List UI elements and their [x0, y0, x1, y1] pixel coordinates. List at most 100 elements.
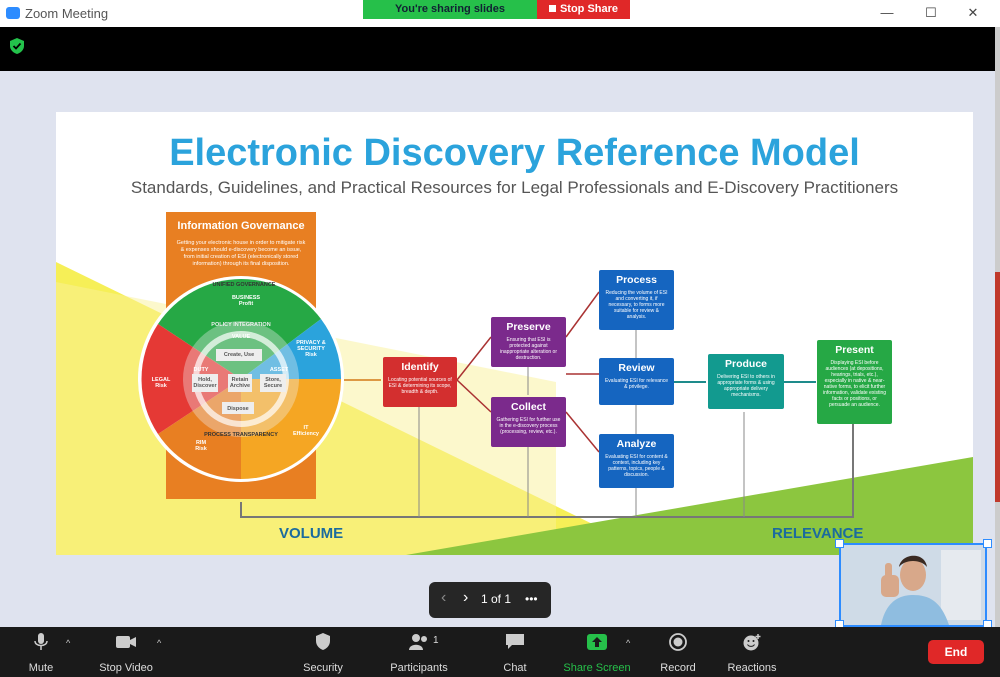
preserve-title: Preserve: [506, 321, 551, 333]
mute-label: Mute: [28, 662, 54, 674]
maximize-button[interactable]: ☐: [925, 5, 937, 20]
process-title: Process: [616, 274, 657, 286]
reactions-label: Reactions: [727, 662, 777, 674]
stop-icon: [548, 5, 556, 12]
end-meeting-button[interactable]: End: [928, 640, 984, 664]
participants-button[interactable]: 1 Participants: [388, 627, 450, 677]
meeting-toolbar: Mute ^ Stop Video ^ Security 1 Participa…: [0, 627, 1000, 677]
record-button[interactable]: Record: [656, 627, 700, 677]
resize-handle-tl[interactable]: [835, 539, 844, 548]
wheel-create-use: Create, Use: [223, 352, 255, 358]
wheel-label-rim: RIM Risk: [195, 440, 207, 452]
security-label: Security: [303, 662, 343, 674]
review-desc: Evaluating ESI for relevance & privilege…: [604, 378, 669, 390]
analyze-title: Analyze: [616, 438, 657, 450]
stage-collect: Collect Gathering ESI for further use in…: [491, 397, 566, 447]
video-camera-icon: [116, 636, 136, 648]
wheel-dispose: Dispose: [227, 406, 249, 412]
feedback-loop-arrow: [240, 424, 854, 518]
stage-produce: Produce Delivering ESI to others in appr…: [708, 354, 784, 409]
share-screen-button[interactable]: Share Screen: [562, 627, 632, 677]
audio-options-chevron-icon[interactable]: ^: [66, 638, 71, 648]
encryption-shield-icon[interactable]: [8, 37, 26, 55]
slide-subtitle: Standards, Guidelines, and Practical Res…: [130, 178, 899, 197]
volume-label: VOLUME: [279, 525, 344, 542]
present-desc: Displaying ESI before audiences (at depo…: [822, 360, 887, 408]
stop-share-button[interactable]: Stop Share: [537, 0, 630, 19]
collect-desc: Gathering ESI for further use in the e-d…: [496, 417, 561, 435]
collect-title: Collect: [510, 401, 546, 413]
identify-title: Identify: [401, 361, 439, 373]
stop-share-label: Stop Share: [559, 3, 619, 15]
process-desc: Reducing the volume of ESI and convertin…: [605, 290, 668, 320]
share-screen-label: Share Screen: [563, 662, 631, 674]
page-indicator: 1 of 1: [481, 592, 512, 606]
wheel-retain-archive: Retain Archive: [229, 377, 251, 389]
edge-red-strip: [995, 272, 1000, 502]
reactions-emoji-icon: [743, 634, 761, 651]
wheel-ring-bottom: PROCESS TRANSPARENCY: [204, 432, 278, 438]
governance-wheel: [138, 276, 344, 482]
window-edge-strip: [995, 27, 1000, 627]
close-button[interactable]: ✕: [967, 5, 979, 20]
identify-to-preserve-arrow: [456, 336, 492, 381]
self-video-tile[interactable]: [839, 543, 987, 627]
prev-slide-button[interactable]: ‹: [441, 589, 447, 606]
preserve-desc: Ensuring that ESI is protected against i…: [500, 337, 557, 361]
participants-label: Participants: [390, 662, 448, 674]
wheel-label-business: BUSINESS Profit: [231, 295, 261, 307]
next-slide-button[interactable]: ›: [463, 589, 469, 606]
security-shield-icon: [316, 633, 330, 650]
meeting-top-bar: [0, 27, 1000, 71]
stage-present: Present Displaying ESI before audiences …: [817, 340, 892, 424]
share-options-chevron-icon[interactable]: ^: [626, 638, 631, 648]
wheel-policy-label: POLICY INTEGRATION: [211, 322, 271, 328]
ig-description: Getting your electronic house in order t…: [176, 240, 306, 267]
ig-title: Information Governance: [177, 220, 305, 232]
stage-identify: Identify Locating potential sources of E…: [383, 357, 457, 407]
review-title: Review: [618, 362, 655, 374]
reactions-button[interactable]: Reactions: [724, 627, 780, 677]
stage-review: Review Evaluating ESI for relevance & pr…: [599, 358, 674, 405]
chat-button[interactable]: Chat: [495, 627, 535, 677]
shared-slide: Electronic Discovery Reference Model Sta…: [56, 112, 973, 555]
relevance-green-triangle: [406, 457, 973, 555]
produce-title: Produce: [724, 358, 767, 370]
participants-count: 1: [433, 635, 439, 646]
wheel-label-privacy: PRIVACY & SECURITY Risk: [296, 340, 326, 358]
more-options-button[interactable]: •••: [525, 592, 538, 606]
chat-label: Chat: [503, 662, 527, 674]
stop-video-button[interactable]: Stop Video: [93, 627, 159, 677]
mute-button[interactable]: Mute: [16, 627, 66, 677]
chat-bubble-icon: [506, 634, 524, 649]
zoom-app-icon: [6, 7, 20, 19]
minimize-button[interactable]: —: [880, 5, 894, 20]
produce-desc: Delivering ESI to others in appropriate …: [717, 374, 775, 398]
resize-handle-tr[interactable]: [983, 539, 992, 548]
microphone-icon: [34, 633, 48, 650]
record-icon: [669, 633, 687, 651]
preserve-to-process-arrow: [565, 291, 600, 338]
slide-title: Electronic Discovery Reference Model: [169, 132, 860, 174]
participants-icon: [409, 634, 427, 650]
wheel-ring-top: UNIFIED GOVERNANCE: [212, 282, 276, 288]
participant-video: [841, 545, 985, 625]
wheel-asset-label: ASSET: [269, 367, 289, 373]
wheel-label-legal: LEGAL Risk: [151, 377, 171, 389]
relevance-label: RELEVANCE: [772, 525, 864, 542]
wheel-value-label: VALUE: [231, 334, 251, 340]
share-screen-icon: [587, 634, 607, 650]
wheel-hold-discover: Hold, Discover: [193, 377, 217, 389]
analyze-desc: Evaluating ESI for content & context, in…: [605, 454, 668, 478]
wheel-label-it: IT Efficiency: [293, 425, 319, 437]
video-options-chevron-icon[interactable]: ^: [157, 638, 162, 648]
record-label: Record: [660, 662, 696, 674]
collect-to-analyze-arrow: [565, 411, 600, 453]
stage-preserve: Preserve Ensuring that ESI is protected …: [491, 317, 566, 367]
identify-desc: Locating potential sources of ESI & dete…: [388, 377, 452, 395]
stop-video-label: Stop Video: [99, 662, 153, 674]
slide-pager: ‹ › 1 of 1 •••: [429, 582, 551, 618]
security-button[interactable]: Security: [298, 627, 348, 677]
wheel-duty-label: DUTY: [193, 367, 209, 373]
window-title: Zoom Meeting: [25, 6, 109, 21]
